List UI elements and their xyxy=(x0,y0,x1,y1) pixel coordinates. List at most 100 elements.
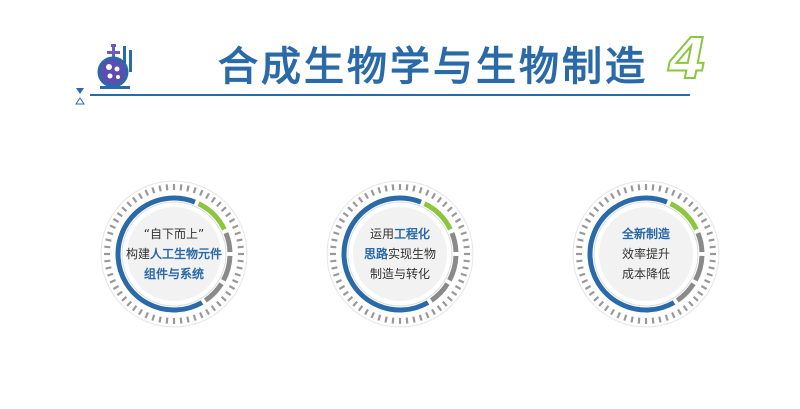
dial-tick xyxy=(116,211,123,218)
dial-tick xyxy=(588,290,595,297)
dial-tick xyxy=(228,218,236,223)
dial-tick xyxy=(593,296,600,302)
dial-tick xyxy=(199,312,204,319)
dial-tick xyxy=(442,201,448,208)
dial-tick xyxy=(210,196,217,203)
dial-gray-segment xyxy=(675,282,696,303)
dial-tick xyxy=(418,187,423,194)
dial-tick xyxy=(377,314,382,321)
dial-tick xyxy=(237,245,244,249)
dial-tick xyxy=(220,206,227,212)
dial-tick xyxy=(151,187,156,194)
dial-tick xyxy=(347,206,354,212)
dial-gray-segment xyxy=(221,255,233,282)
dial-tick xyxy=(425,189,430,196)
dial-tick xyxy=(158,185,162,192)
dial-tick xyxy=(121,296,128,302)
highlight-text: 工程化 xyxy=(394,227,431,241)
dial-tick xyxy=(205,308,210,316)
dial-tick xyxy=(144,312,149,319)
dial-tick xyxy=(370,189,375,196)
dial-tick xyxy=(623,187,628,194)
dial-tick xyxy=(405,184,409,191)
highlight-text: 思路 xyxy=(363,247,388,261)
dial-inner-disc xyxy=(353,207,447,301)
section-number: 4 xyxy=(667,27,708,92)
dial-tick xyxy=(581,224,588,229)
dial-tick xyxy=(232,279,239,284)
slide-header: 合成生物学与生物制造 4 xyxy=(0,0,800,110)
dial-tick xyxy=(579,231,586,236)
dial-tick xyxy=(234,231,241,236)
dial-tick xyxy=(384,316,388,323)
dial-tick xyxy=(104,259,111,263)
dial-tick xyxy=(391,184,395,191)
dial-tick xyxy=(458,224,465,229)
dial-tick xyxy=(131,196,138,203)
dial-tick xyxy=(338,218,346,223)
dial-tick xyxy=(107,231,114,236)
dial-tick xyxy=(454,285,462,290)
dial-tick xyxy=(199,189,204,196)
dial-tick xyxy=(333,272,340,277)
dial-tick xyxy=(658,316,662,323)
highlight-text: 人工生物元件 xyxy=(150,247,223,261)
dial-tick xyxy=(446,296,453,302)
dial-tick xyxy=(436,196,443,203)
dial-tick xyxy=(126,201,132,208)
dial-tick xyxy=(228,285,236,290)
badge-1-text: “自下而上”构建人工生物元件组件与系统 xyxy=(124,204,224,304)
dial-tick xyxy=(431,192,436,200)
dial-tick xyxy=(109,279,116,284)
dial-gray-segment xyxy=(693,255,705,282)
dial-tick xyxy=(131,305,138,312)
dial-tick xyxy=(637,184,641,191)
dial-tick xyxy=(333,231,340,236)
body-text: 实现生物 xyxy=(388,247,437,261)
dial-tick xyxy=(598,300,604,307)
dial-gray-segment xyxy=(449,232,459,253)
badge-line: 思路实现生物 xyxy=(364,244,436,264)
body-text: 制造与转化 xyxy=(369,267,430,281)
dial-tick xyxy=(454,218,462,223)
badge-3-text: 全新制造效率提升成本降低 xyxy=(596,204,696,304)
dial-tick xyxy=(112,218,120,223)
dial-tick xyxy=(220,296,227,302)
dial-tick xyxy=(210,305,217,312)
dial-tick xyxy=(616,189,621,196)
dial-tick xyxy=(186,316,190,323)
dial-tick xyxy=(347,296,354,302)
dial-tick xyxy=(623,314,628,321)
dial-tick xyxy=(436,305,443,312)
dial-tick xyxy=(237,259,244,263)
dial-green-arc xyxy=(423,201,453,231)
dial-tick xyxy=(706,272,713,277)
badge-2-text: 运用工程化思路实现生物制造与转化 xyxy=(350,204,450,304)
dial-tick xyxy=(225,290,232,297)
page-title: 合成生物学与生物制造 xyxy=(218,44,648,90)
dial-tick xyxy=(331,266,338,270)
dial-tick xyxy=(144,189,149,196)
dial-blue-arc xyxy=(115,195,204,313)
dial-tick xyxy=(658,185,662,192)
dial-tick xyxy=(431,308,436,316)
dial-tick xyxy=(630,185,634,192)
dial-tick xyxy=(338,285,346,290)
dial-tick xyxy=(377,187,382,194)
dial-tick xyxy=(205,192,210,200)
dial-tick xyxy=(616,312,621,319)
dial-tick xyxy=(232,224,239,229)
dial-tick xyxy=(651,317,655,324)
highlight-text: 全新制造 xyxy=(621,227,670,241)
dial-tick xyxy=(179,317,183,324)
dial-tick xyxy=(700,285,708,290)
dial-gray-segment xyxy=(203,282,224,303)
title-divider xyxy=(90,94,690,96)
dial-tick xyxy=(412,316,416,323)
dial-tick xyxy=(138,192,143,200)
dial-tick xyxy=(637,317,641,324)
dial-tick xyxy=(462,238,469,242)
badge-line: 制造与转化 xyxy=(370,264,430,284)
dial-tick xyxy=(577,266,584,270)
badge-line: 运用工程化 xyxy=(370,224,430,244)
